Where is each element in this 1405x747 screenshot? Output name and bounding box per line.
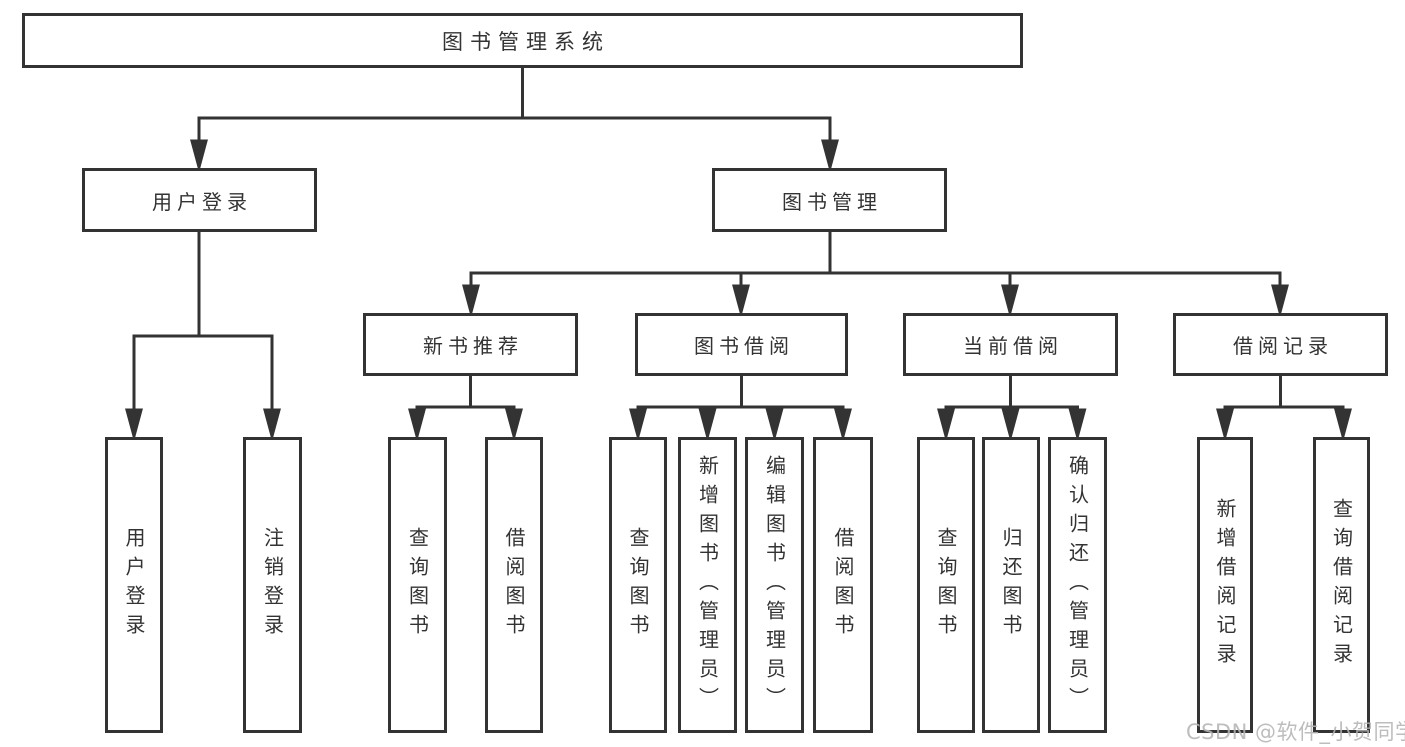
- leaf-nb-borrow-books: 借阅图书: [485, 437, 543, 733]
- leaf-nb-query-books: 查询图书: [388, 437, 447, 733]
- node-user-login: 用户登录: [82, 168, 317, 232]
- leaf-bb-query-books: 查询图书: [609, 437, 667, 733]
- node-current-borrow: 当前借阅: [903, 313, 1118, 376]
- node-borrow-records: 借阅记录: [1173, 313, 1388, 376]
- leaf-cb-return-books: 归还图书: [982, 437, 1040, 733]
- leaf-cb-query-books: 查询图书: [917, 437, 975, 733]
- leaf-bb-borrow-books: 借阅图书: [813, 437, 873, 733]
- node-root: 图书管理系统: [22, 13, 1023, 68]
- leaf-bb-add-books-admin: 新增图书（管理员）: [678, 437, 737, 733]
- leaf-logout: 注销登录: [243, 437, 302, 733]
- csdn-watermark: CSDN @软件_小贺同学: [1186, 720, 1405, 744]
- node-book-management: 图书管理: [712, 168, 947, 232]
- leaf-bb-edit-books-admin: 编辑图书（管理员）: [745, 437, 804, 733]
- leaf-cb-confirm-return-admin: 确认归还（管理员）: [1048, 437, 1107, 733]
- node-book-borrow: 图书借阅: [635, 313, 848, 376]
- leaf-user-login: 用户登录: [105, 437, 163, 733]
- leaf-br-add-record: 新增借阅记录: [1197, 437, 1253, 733]
- leaf-br-query-record: 查询借阅记录: [1313, 437, 1370, 733]
- node-new-book-recommend: 新书推荐: [363, 313, 578, 376]
